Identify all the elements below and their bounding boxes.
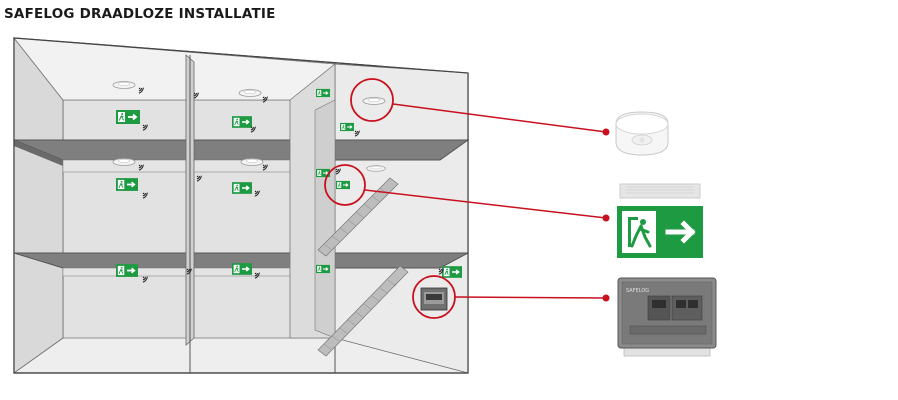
callout-dot-exit-sign [602,214,610,222]
exit-sign-icon [442,266,462,278]
callouts [324,78,610,319]
ceiling-sensor-icon [362,97,386,105]
page-title: SAFELOG DRAADLOZE INSTALLATIE [4,6,276,22]
exit-sign-icon [232,116,252,128]
callout-circle-exit-sign [324,164,366,206]
ceiling-sensor-icon [112,158,136,166]
callout-dot-sensor [602,128,610,136]
callout-line-sensor [392,103,607,133]
exit-sign-icon [116,264,138,277]
exit-sign-product [617,183,703,258]
callout-circle-sensor [350,78,394,122]
ceiling-sensor-icon [238,89,262,97]
ceiling-sensor-icon [240,158,264,166]
ceiling-sensor-icon [112,81,136,89]
exit-sign-icon [232,182,252,194]
exit-sign-icon [116,110,140,124]
exit-sign-icon [116,178,138,191]
installed-control-panel [420,287,448,311]
callout-line-exit-sign [364,189,607,219]
ceiling-sensor-icon [366,165,386,172]
callout-line-panel [454,296,607,299]
central-control-panel-icon: SAFELOG [617,277,717,357]
exit-sign-icon [232,263,252,275]
exit-sign-icon [340,122,354,132]
exit-sign-icon [316,88,330,98]
panel-brand-label: SAFELOG [626,288,649,294]
building-cutaway [13,36,470,374]
exit-sign-icon [316,264,330,274]
wireless-ceiling-sensor-icon [615,111,669,156]
callout-dot-panel [602,294,610,302]
exit-sign-icon [336,180,350,190]
